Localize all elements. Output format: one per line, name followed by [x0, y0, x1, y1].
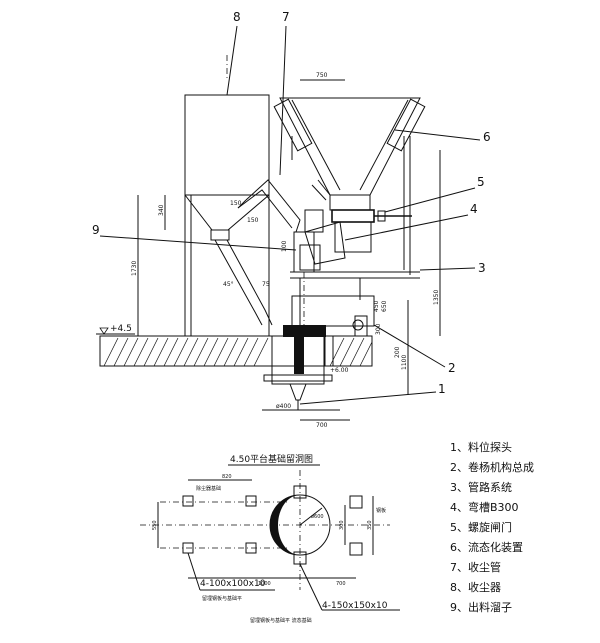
legend-item-8: 8、收尘器	[450, 581, 501, 594]
legend-item-6: 6、流态化装置	[450, 541, 523, 554]
callout-numbers: 8 7 6 5 4 3 9 2 1	[92, 10, 491, 396]
legend-item-5: 5、螺旋闸门	[450, 521, 512, 534]
plan-note-large-bottom: 留埋钢板与基础平 流态基础	[250, 617, 312, 624]
dim-45deg: 45°	[223, 281, 234, 288]
dim-300: 300	[375, 323, 382, 335]
callout-leaders	[99, 25, 481, 405]
legend-item-9: 9、出料溜子	[450, 601, 512, 614]
callout-6: 6	[483, 130, 491, 144]
callout-2: 2	[448, 361, 456, 375]
dim-150-b: 150	[247, 217, 259, 224]
callout-5: 5	[477, 175, 485, 189]
plan-dim-550: 550	[152, 520, 158, 530]
callout-9: 9	[92, 223, 100, 237]
plan-dim-600: ø600	[311, 514, 324, 520]
elevation-marker: +4.5	[96, 324, 135, 335]
circular-opening: ø600	[269, 494, 331, 556]
plan-dim-300: 300	[339, 520, 345, 530]
discharge-chute	[293, 231, 315, 325]
dim-1730: 1730	[131, 261, 138, 276]
large-holes	[293, 485, 363, 565]
callout-7: 7	[282, 10, 290, 24]
dim-700: 700	[316, 422, 328, 429]
screw-gate	[331, 209, 412, 223]
floor-slab	[99, 335, 373, 367]
small-holes	[182, 495, 257, 554]
plan-dim-350: 350	[367, 520, 373, 530]
legend: 1、料位探头 2、卷杨机构总成 3、管路系统 4、弯槽B300 5、螺旋闸门 6…	[450, 438, 595, 618]
plan-dim-1000: 1000	[258, 581, 271, 587]
dimension-lines: 750 340 1730 1350 150 150 75 45° 450 650…	[131, 72, 441, 429]
plan-dim-700: 700	[336, 581, 346, 587]
winch-assembly	[271, 295, 375, 374]
dim-600-elev: +6.00	[330, 367, 349, 374]
dim-400: ø400	[276, 403, 291, 410]
callout-8: 8	[233, 10, 241, 24]
dim-75: 75	[262, 281, 270, 288]
legend-item-7: 7、收尘管	[450, 561, 501, 574]
callout-1: 1	[438, 382, 446, 396]
plan-view: 4.50平台基础留洞图 ø600	[140, 453, 400, 624]
dim-650: 650	[381, 300, 388, 312]
legend-item-1: 1、料位探头	[450, 441, 512, 454]
dim-1350: 1350	[433, 290, 440, 305]
fluidizing-hopper	[273, 97, 426, 275]
dim-750: 750	[316, 72, 328, 79]
plan-note-small-bottom: 留埋钢板与基础平	[202, 595, 242, 602]
plan-dimensions: 820 550 1000 700 300 350	[152, 474, 374, 587]
plan-dim-820: 820	[222, 474, 232, 480]
elevation-view: +4.5	[92, 10, 491, 429]
legend-item-2: 2、卷杨机构总成	[450, 461, 534, 474]
dim-1100: 1100	[401, 355, 408, 370]
dim-340: 340	[158, 204, 165, 216]
dim-200: 200	[394, 346, 401, 358]
plan-label-small-holes: 4-100x100x10	[200, 579, 266, 589]
dim-450: 450	[373, 300, 380, 312]
plan-note-right: 钢板	[376, 507, 386, 514]
elevation-label: +4.5	[110, 324, 132, 334]
dim-150-a: 150	[230, 200, 242, 207]
callout-4: 4	[470, 202, 478, 216]
legend-item-4: 4、弯槽B300	[450, 501, 519, 514]
legend-item-3: 3、管路系统	[450, 481, 512, 494]
level-probe	[263, 365, 333, 410]
dim-100: 100	[281, 240, 288, 252]
plan-label-large-holes: 4-150x150x10	[322, 601, 388, 611]
plan-note-small-top: 除尘器基础	[196, 485, 221, 492]
callout-3: 3	[478, 261, 486, 275]
dust-pipe	[214, 179, 301, 326]
bend-chute	[299, 179, 372, 271]
plan-title: 4.50平台基础留洞图	[230, 453, 313, 465]
